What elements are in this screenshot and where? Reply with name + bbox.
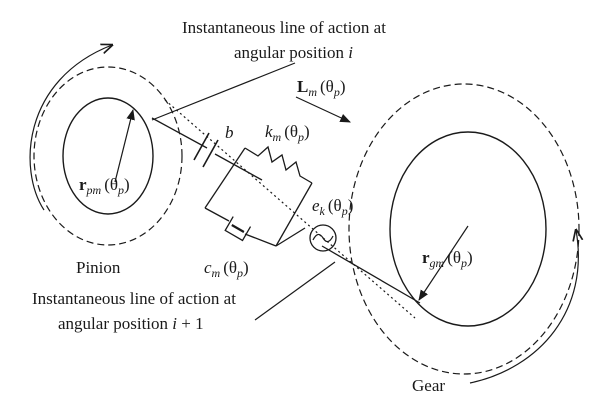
label-L-m: Lm(θp) [297,77,346,99]
gear-base-circle [389,131,547,327]
line-of-action-upper [151,117,208,149]
backlash-plate-right [202,139,219,168]
backlash-plate-left [193,132,210,161]
error-source-circle [309,224,337,252]
label-c-m: cm(θp) [204,258,249,280]
label-r-gm: rgm(θp) [422,248,473,270]
damper-rod-lower [244,233,277,247]
label-pinion: Pinion [76,258,121,277]
line-of-action-direction-arrow [295,96,351,123]
pinion-rotation-arrow [29,45,112,211]
pointer-line-i-plus-1 [254,261,336,321]
label-gear: Gear [412,376,445,395]
label-r-pm: rpm(θp) [79,175,130,197]
line-of-action-lower [321,245,421,304]
gear-radius-arrow [418,225,469,301]
coupler-bar [204,147,246,209]
spring-to-error-line [275,182,313,247]
label-b: b [225,123,234,142]
gear-pitch-circle [348,83,580,375]
pinion-radius-arrow [114,108,135,183]
error-source-wave [312,233,334,243]
coupler-to-error-line [275,227,306,247]
damper-rod-upper [204,207,230,222]
label-line-i-plus-1-2: angular position i + 1 [58,314,204,333]
pinion-base-circle [62,97,154,215]
label-k-m: km(θp) [265,122,310,144]
line-of-action-mid [214,153,263,181]
label-e-k: ek(θp) [312,196,353,218]
label-line-i-1: Instantaneous line of action at [182,18,386,37]
pointer-line-i [151,62,296,121]
damper-element [224,216,252,242]
pinion-pitch-circle [33,66,183,246]
spring-element [244,145,313,184]
label-line-i-plus-1-1: Instantaneous line of action at [32,289,236,308]
label-line-i-2: angular position i [234,43,353,62]
gear-rotation-arrow [469,230,578,384]
